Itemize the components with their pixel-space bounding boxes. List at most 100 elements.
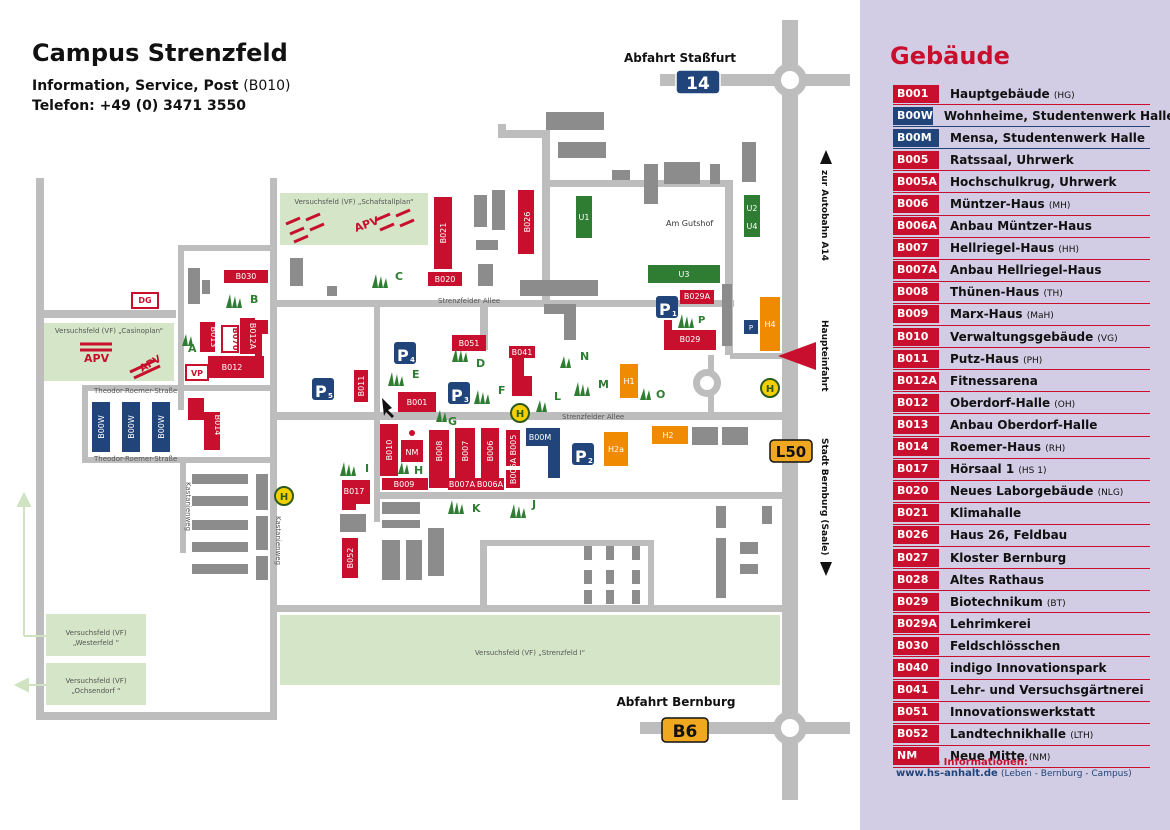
legend-name-text: Roemer-Haus [950, 440, 1041, 455]
parking-icon-4: P [397, 346, 409, 365]
legend-name: Altes Rathaus [950, 573, 1044, 587]
a14-exit-number: 14 [686, 74, 710, 94]
legend-code: B001 [893, 84, 939, 103]
legend-name-text: Innovationswerkstatt [950, 705, 1096, 720]
map-title: Campus Strenzfeld [32, 39, 288, 67]
label-b014: B014 [213, 415, 222, 436]
info-pointer-icon [382, 398, 394, 418]
legend-name: Anbau Müntzer-Haus [950, 219, 1092, 233]
legend-code: B005 [893, 150, 939, 169]
label-b017: B017 [344, 487, 365, 496]
field-label-westerfeld-2: „Westerfeld “ [73, 639, 119, 647]
area-i: I [365, 462, 369, 475]
legend-code: B041 [893, 681, 939, 700]
legend-name: Haus 26, Feldbau [950, 528, 1067, 542]
label-b013: B013 [209, 327, 218, 348]
legend-name: Neues Laborgebäude (NLG) [950, 484, 1123, 498]
legend-name-text: Feldschlösschen [950, 638, 1061, 653]
legend-abbr: (MaH) [1026, 311, 1054, 322]
area-m: M [598, 378, 609, 391]
road-label-strenzfelder-allee-north: Strenzfelder Allee [438, 297, 500, 305]
legend-name-text: Wohnheime, Studentenwerk Halle [943, 108, 1170, 123]
bus-stop-icon-1: H [516, 409, 524, 420]
legend-name-text: Mensa, Studentenwerk Halle [950, 130, 1146, 145]
legend-code: B051 [893, 703, 939, 722]
legend-name-text: Biotechnikum [950, 594, 1043, 609]
label-b030: B030 [236, 272, 257, 281]
label-b007a: B007A [449, 480, 476, 489]
legend-abbr: (RH) [1045, 444, 1066, 455]
label-p-small: P [749, 324, 753, 332]
label-u1: U1 [579, 213, 590, 222]
legend-name: Klimahalle [950, 506, 1021, 520]
label-b00w-1: B00W [97, 415, 106, 439]
area-l: L [554, 390, 561, 403]
l50-sign [769, 439, 813, 463]
label-h4: H4 [764, 320, 775, 329]
b070-building [221, 325, 239, 353]
legend-name: Lehr- und Versuchsgärtnerei [950, 683, 1144, 697]
legend-name: Landtechnikhalle (LTH) [950, 727, 1093, 741]
sidebar-title: Gebäude [890, 42, 1010, 70]
legend-name-text: Ratssaal, Uhrwerk [950, 152, 1074, 167]
university-buildings [188, 190, 716, 578]
info-service-label: Information, Service, Post [32, 78, 239, 94]
bus-stop-icon-3: H [766, 384, 774, 395]
apv-panels-north [285, 208, 415, 244]
field-label-ochsendorf-2: „Ochsendorf “ [71, 687, 120, 695]
legend-code: B006 [893, 195, 939, 214]
apv-label-west: APV [84, 352, 110, 365]
legend-abbr: (TH) [1043, 289, 1063, 300]
legend-abbr: (NM) [1028, 753, 1051, 764]
legend-name-text: Hochschulkrug, Uhrwerk [950, 174, 1117, 189]
label-b021: B021 [439, 223, 448, 244]
arrow-down-icon [820, 562, 832, 576]
area-f: F [498, 384, 506, 397]
area-g: G [448, 415, 457, 428]
legend-code: B012 [893, 393, 939, 412]
bus-stop-markers [274, 378, 780, 506]
area-p: P [698, 315, 705, 326]
legend-name-text: Anbau Hellriegel-Haus [950, 263, 1102, 278]
area-c: C [395, 270, 403, 283]
legend-name: Marx-Haus (MaH) [950, 307, 1054, 321]
label-u2: U2 [747, 204, 758, 213]
legend-code: B013 [893, 415, 939, 434]
label-dg: DG [138, 296, 151, 305]
legend-code: B008 [893, 283, 939, 302]
label-b041: B041 [512, 348, 533, 357]
label-b052: B052 [346, 548, 355, 569]
studentenwerk-buildings [92, 320, 758, 478]
bus-stop-icon-2: H [280, 492, 288, 503]
legend-name-text: Altes Rathaus [950, 572, 1044, 587]
legend-name: Mensa, Studentenwerk Halle [950, 131, 1145, 145]
label-h1: H1 [623, 377, 634, 386]
area-o: O [656, 388, 665, 401]
website-link[interactable]: www.hs-anhalt.de [896, 768, 998, 779]
legend-code: B007 [893, 239, 939, 258]
legend-abbr: (VG) [1097, 333, 1118, 344]
area-a: A [188, 342, 197, 355]
west-arrow-icons [13, 491, 46, 693]
legend-name-text: Verwaltungsgebäude [950, 329, 1094, 344]
legend-name-text: Haus 26, Feldbau [950, 528, 1068, 543]
legend-name-text: indigo Innovationspark [950, 660, 1107, 675]
orange-buildings [604, 297, 780, 466]
legend-name-text: Oberdorf-Halle [950, 395, 1051, 410]
label-h2a: H2a [608, 445, 624, 454]
legend-code: B017 [893, 460, 939, 479]
vp-building [185, 364, 209, 381]
legend-abbr: (BT) [1046, 598, 1066, 609]
